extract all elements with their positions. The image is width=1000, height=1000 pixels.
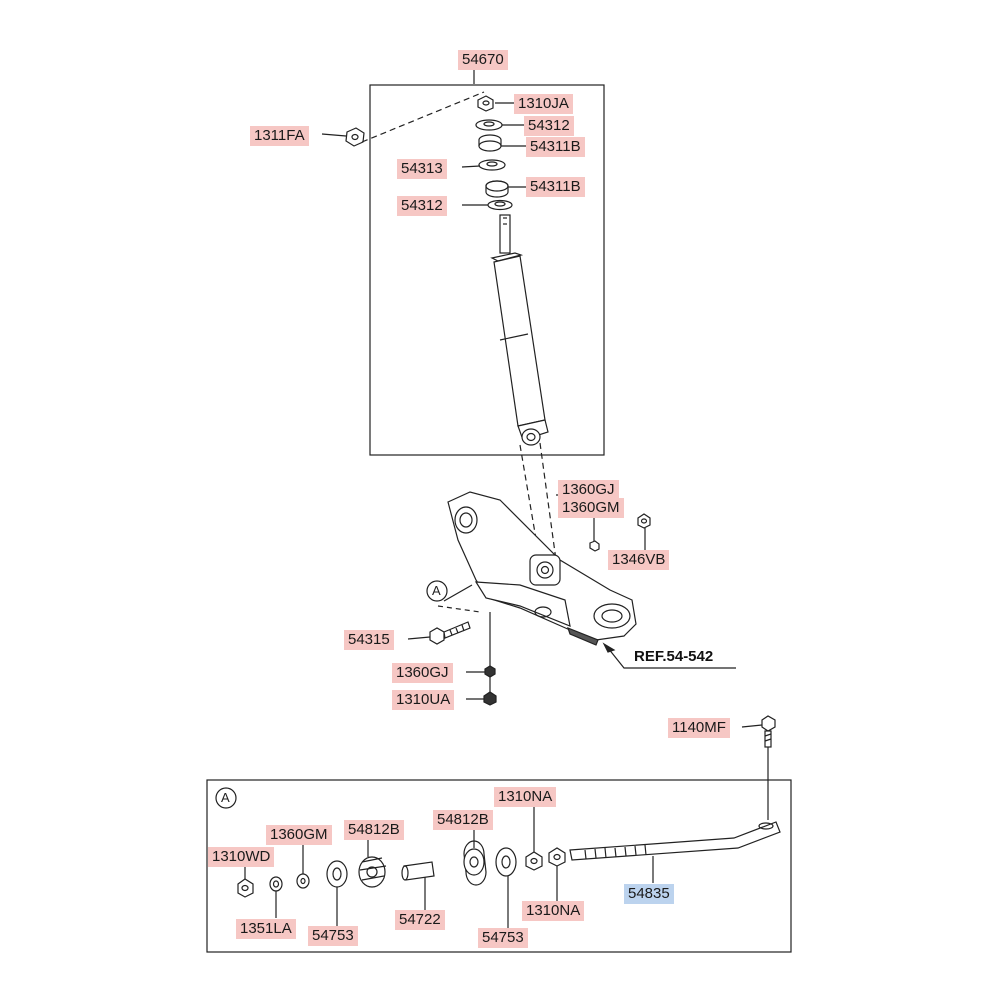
part-label-1140mf[interactable]: 1140MF [668, 718, 730, 738]
stabilizer-link-frame [206, 779, 792, 953]
bolt-54315-drawing [429, 621, 471, 645]
part-label-1311fa[interactable]: 1311FA [250, 126, 309, 146]
callout-a-lower: A [221, 790, 230, 805]
part-label-1310na-top[interactable]: 1310NA [494, 787, 557, 807]
part-label-1346vb[interactable]: 1346VB [608, 550, 670, 570]
part-label-54312-mid[interactable]: 54312 [397, 196, 447, 216]
control-arm-drawing [447, 491, 637, 646]
part-label-1360gm-upper[interactable]: 1360GM [558, 498, 624, 518]
bushing-54311b-top-drawing [478, 140, 502, 152]
nut-1311fa-drawing [345, 127, 365, 147]
part-label-54311b-mid[interactable]: 54311B [526, 177, 585, 197]
part-label-1360gj-upper[interactable]: 1360GJ [558, 480, 619, 500]
part-label-54812b-left[interactable]: 54812B [344, 820, 404, 840]
stabilizer-link-54835-drawing [569, 821, 781, 861]
part-label-1351la[interactable]: 1351LA [236, 919, 296, 939]
part-label-54722[interactable]: 54722 [395, 910, 445, 930]
part-label-54835[interactable]: 54835 [624, 884, 674, 904]
reference-54-542[interactable]: REF.54-542 [634, 648, 714, 665]
nut-1310ja-drawing [477, 95, 494, 112]
washer-54313-drawing [478, 159, 506, 171]
part-label-54311b-top[interactable]: 54311B [526, 137, 585, 157]
shock-absorber-drawing [490, 214, 549, 446]
part-label-1310wd[interactable]: 1310WD [208, 847, 275, 867]
callout-a-upper-circle [426, 580, 448, 602]
part-label-1360gm-lower[interactable]: 1360GM [266, 825, 332, 845]
part-label-1310ua[interactable]: 1310UA [392, 690, 455, 710]
bolt-1140mf-drawing [761, 715, 776, 748]
part-label-54753-left[interactable]: 54753 [308, 926, 358, 946]
part-label-54753-right[interactable]: 54753 [478, 928, 528, 948]
part-label-54670[interactable]: 54670 [458, 50, 508, 70]
shock-absorber-frame [369, 84, 605, 456]
part-label-54812b-right[interactable]: 54812B [433, 810, 493, 830]
part-label-1310ja[interactable]: 1310JA [514, 94, 573, 114]
part-label-1360gj-lower[interactable]: 1360GJ [392, 663, 453, 683]
callout-a-upper: A [432, 583, 441, 598]
part-label-1310na-bottom[interactable]: 1310NA [522, 901, 585, 921]
callout-a-lower-circle [215, 787, 237, 809]
part-label-54312-top[interactable]: 54312 [524, 116, 574, 136]
part-label-54315[interactable]: 54315 [344, 630, 394, 650]
part-label-54313[interactable]: 54313 [397, 159, 447, 179]
